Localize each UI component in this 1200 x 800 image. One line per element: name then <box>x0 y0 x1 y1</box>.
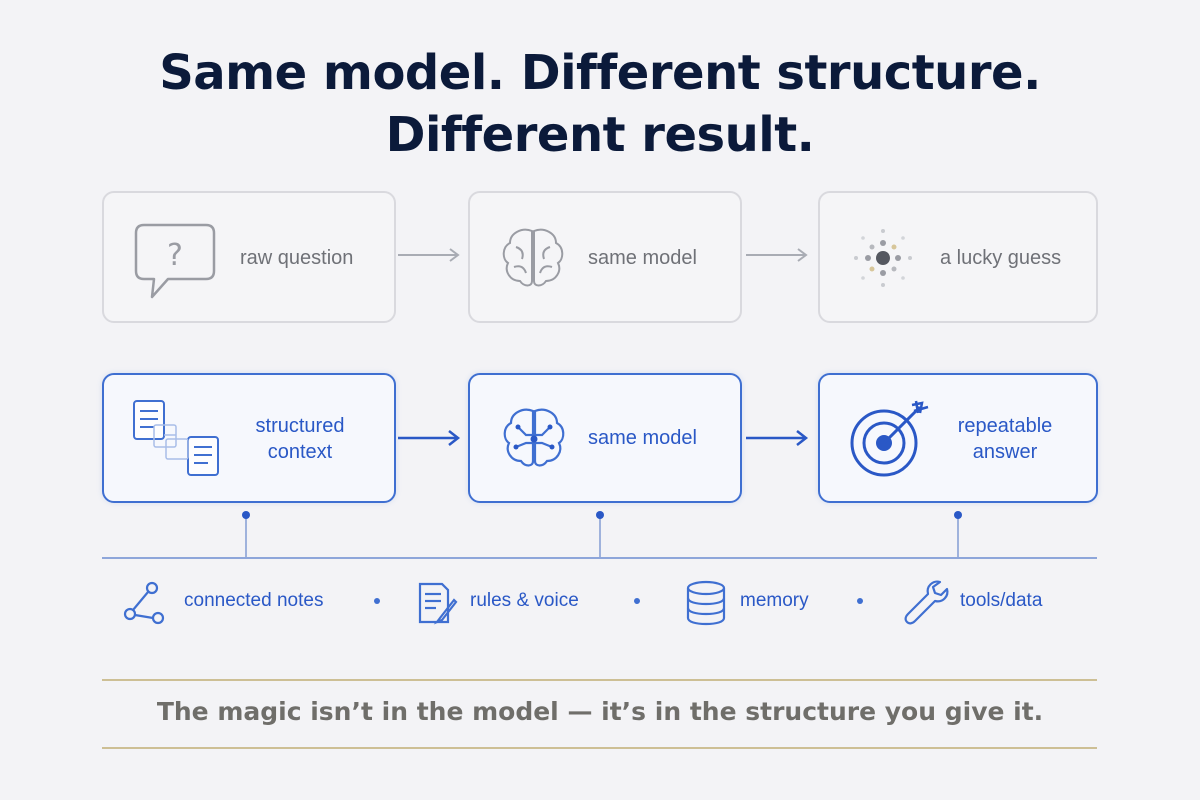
title-line-1: Same model. Different structure. <box>159 45 1041 101</box>
target-arrow-icon <box>850 400 929 477</box>
question-bubble-icon: ? <box>134 223 216 299</box>
feature-tools-data: tools/data <box>902 580 1082 625</box>
arrow-icon <box>746 248 808 262</box>
lucky-guess-box: a lucky guess <box>818 191 1098 323</box>
footer-tagline: The magic isn’t in the model — it’s in t… <box>156 697 1044 726</box>
connector-dot <box>242 511 250 519</box>
same-model-label-top: same model <box>588 247 697 269</box>
linked-documents-icon <box>133 400 219 476</box>
feature-connected-notes: connected notes <box>122 580 352 625</box>
separator-dot <box>634 598 640 604</box>
footer-rule-top <box>102 679 1097 681</box>
document-pen-icon <box>418 582 458 625</box>
feature-rules-voice: rules & voice <box>414 580 614 625</box>
repeatable-answer-label: repeatable answer <box>957 415 1053 463</box>
same-model-label-bottom: same model <box>588 427 697 449</box>
feature-label: memory <box>740 590 809 611</box>
brain-icon <box>502 228 564 287</box>
svg-text:?: ? <box>167 238 183 273</box>
feature-label: connected notes <box>184 590 324 611</box>
separator-dot <box>857 598 863 604</box>
separator-dot <box>374 598 380 604</box>
arrow-icon <box>398 248 460 262</box>
raw-question-box: ? raw question <box>102 191 396 323</box>
page-title: Same model. Different structure. Differe… <box>0 42 1200 166</box>
repeatable-answer-box: repeatable answer <box>818 373 1098 503</box>
connector-dot <box>954 511 962 519</box>
same-model-box-bottom: same model <box>468 373 742 503</box>
connector-stem <box>957 516 959 558</box>
feature-memory: memory <box>684 580 834 626</box>
graph-nodes-icon <box>123 581 165 625</box>
connector-stem <box>599 516 601 558</box>
connector-baseline <box>102 557 1097 559</box>
title-line-2: Different result. <box>385 107 815 163</box>
connector-stem <box>245 516 247 558</box>
structured-context-box: structured context <box>102 373 396 503</box>
structured-context-label: structured context <box>255 415 345 463</box>
database-icon <box>686 580 726 626</box>
brain-circuit-icon <box>503 408 565 467</box>
arrow-icon <box>746 430 809 446</box>
feature-label: rules & voice <box>470 590 579 611</box>
feature-label: tools/data <box>960 590 1043 611</box>
footer-rule-bottom <box>102 747 1097 749</box>
scatter-dots-icon <box>854 229 912 287</box>
connector-dot <box>596 511 604 519</box>
lucky-guess-label: a lucky guess <box>940 247 1062 269</box>
wrench-icon <box>904 580 949 625</box>
arrow-icon <box>398 430 461 446</box>
same-model-box-top: same model <box>468 191 742 323</box>
raw-question-label: raw question <box>240 247 354 269</box>
